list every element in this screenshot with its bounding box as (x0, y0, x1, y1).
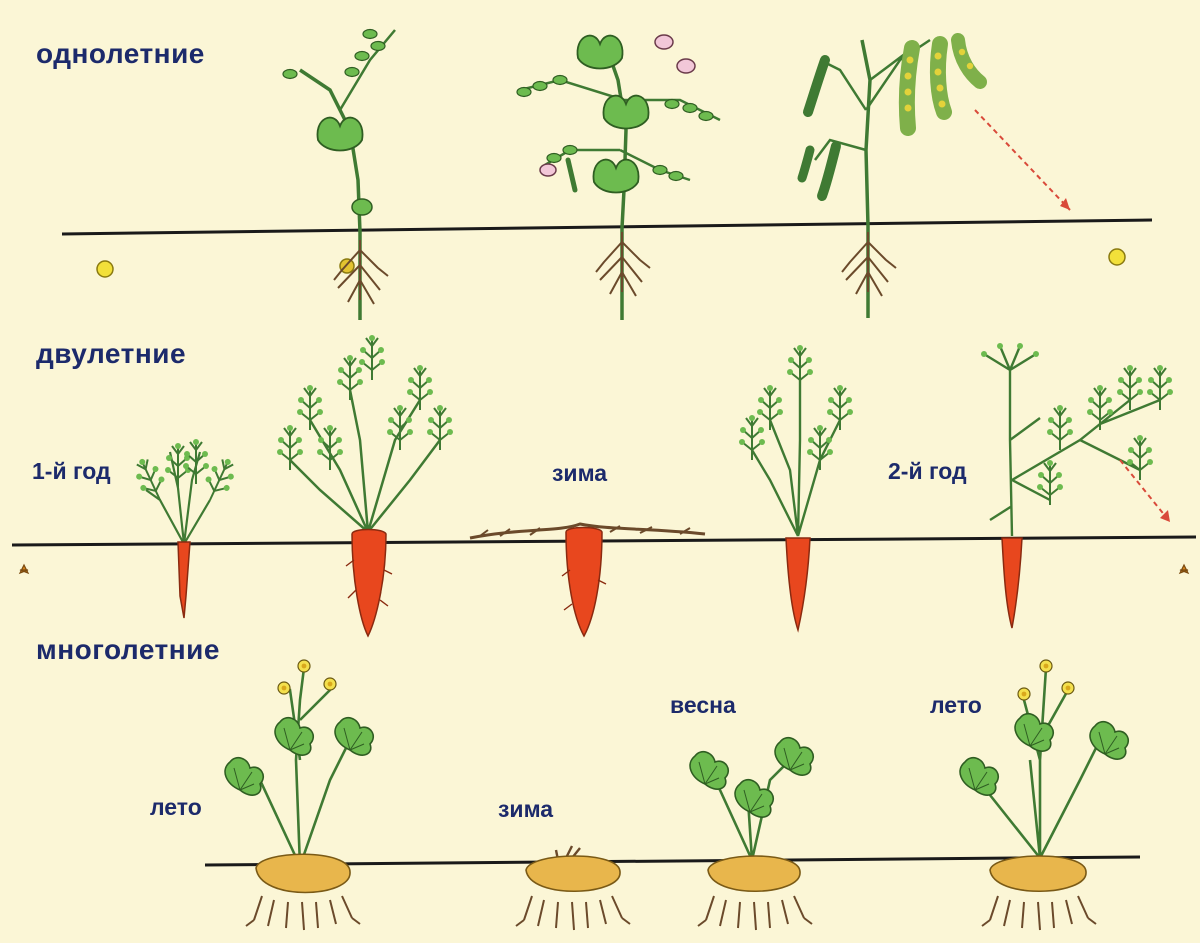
perennial-summer-label-1: лето (150, 796, 202, 819)
biennial-grown-carrot (277, 335, 453, 636)
perennial-summer-plant-1 (225, 660, 373, 930)
annual-seed-start (97, 261, 113, 277)
perennial-winter-label: зима (498, 798, 553, 821)
annual-seedling (283, 30, 395, 321)
biennial-seed-end (1180, 565, 1188, 573)
annual-seed-end (1109, 249, 1125, 265)
biennial-young-carrot (129, 439, 241, 618)
perennial-spring-plant (690, 738, 813, 930)
annual-title: однолетние (36, 40, 205, 68)
biennial-title: двулетние (36, 340, 186, 368)
biennial-second-year-label: 2-й год (888, 460, 967, 483)
perennial-summer-plant-2 (960, 660, 1128, 930)
biennial-seed-start (20, 565, 28, 573)
perennial-summer-label-2: лето (930, 694, 982, 717)
perennial-winter-tuber (516, 846, 630, 930)
annual-flowering-plant (517, 35, 720, 320)
biennial-winter-label: зима (552, 462, 607, 485)
annual-ground-line (62, 220, 1152, 234)
annual-fruiting-plant (802, 40, 1070, 318)
perennial-spring-label: весна (670, 694, 736, 717)
biennial-first-year-label: 1-й год (32, 460, 111, 483)
biennial-flowering-carrot (981, 343, 1173, 628)
biennial-spring-carrot (739, 345, 853, 630)
perennial-title: многолетние (36, 636, 220, 664)
